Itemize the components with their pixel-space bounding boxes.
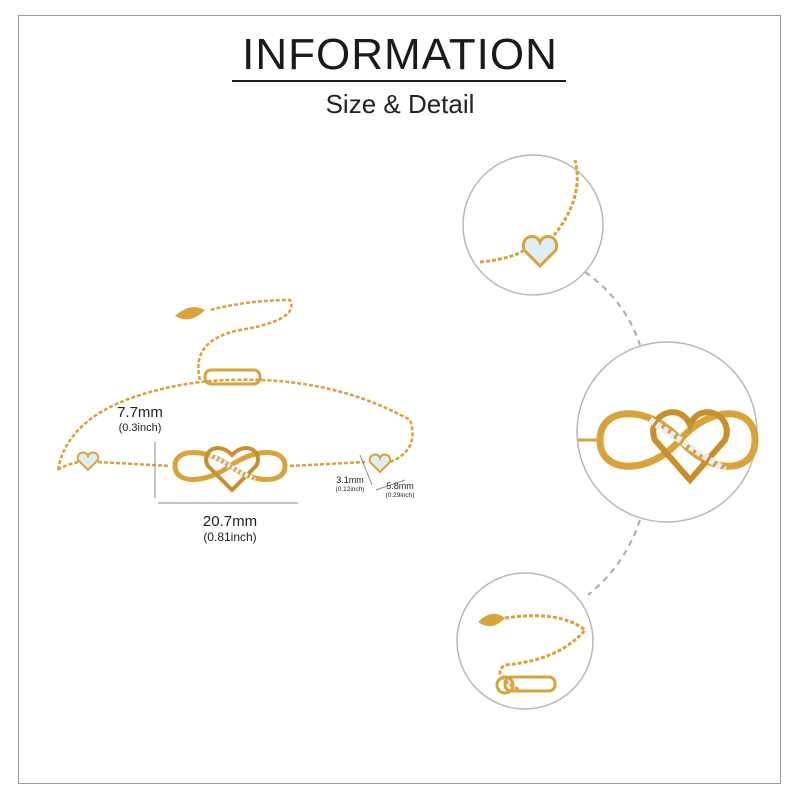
title-underline [232,80,566,82]
detail-circle-heart [462,154,604,296]
detail-circle-charm [576,341,759,523]
heart-stone-left [76,451,100,472]
extender-chain [197,298,293,381]
page-title: INFORMATION [242,30,558,79]
chain-back [56,378,414,471]
leaf-charm [175,307,205,320]
detail-circle-clasp [456,572,594,710]
dimension-lines [154,442,406,504]
connector-dashes [584,271,641,596]
heart-stone-right [368,453,392,474]
clasp [203,368,262,386]
image-frame [18,15,781,784]
infinity-heart-charm [172,446,288,493]
height-dimension: 7.7mm (0.3inch) [117,404,163,434]
chain-front [57,460,366,471]
page-subtitle: Size & Detail [325,89,475,119]
width-dimension: 20.7mm (0.81inch) [202,513,258,544]
heart-width-dimension: 5.8mm (0.29inch) [385,481,415,499]
heart-height-dimension: 3.1mm (0.12inch) [335,475,365,493]
